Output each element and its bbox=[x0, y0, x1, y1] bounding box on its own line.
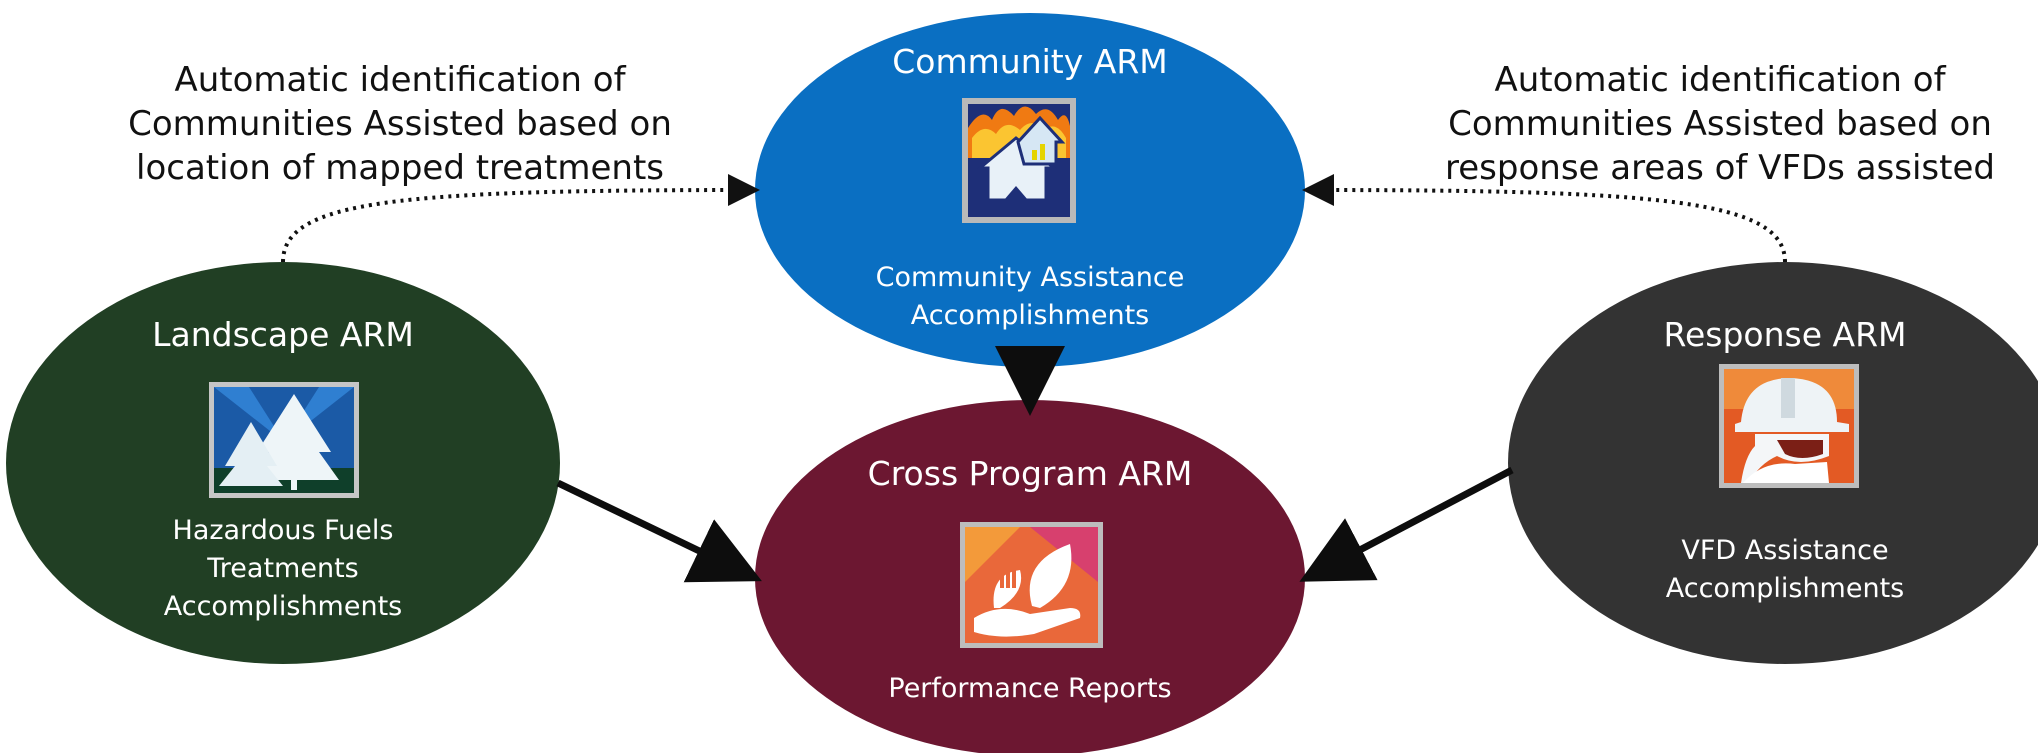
cross-program-arm-subtitle: Performance Reports bbox=[888, 673, 1172, 704]
dotted-arrow-response-to-community bbox=[1302, 174, 1787, 263]
house-fire-icon bbox=[962, 98, 1076, 223]
leaf-hand-chart-icon bbox=[960, 522, 1103, 648]
dotted-arrow-landscape-to-community bbox=[281, 174, 760, 263]
cross-program-arm-title: Cross Program ARM bbox=[867, 454, 1193, 493]
response-arm-title: Response ARM bbox=[1663, 315, 1907, 354]
response-arm-subtitle: VFD Assistance Accomplishments bbox=[1665, 535, 1905, 604]
landscape-arm-subtitle: Hazardous Fuels Treatments Accomplishmen… bbox=[163, 515, 403, 622]
arrow-response-to-cross bbox=[1299, 466, 1514, 582]
trees-icon bbox=[209, 382, 359, 498]
community-arm-title: Community ARM bbox=[892, 42, 1168, 81]
arrow-landscape-to-cross bbox=[556, 479, 762, 583]
left-annotation: Automatic identification of Communities … bbox=[128, 60, 672, 188]
firefighter-helmet-icon bbox=[1719, 364, 1859, 488]
landscape-arm-title: Landscape ARM bbox=[152, 315, 414, 354]
right-annotation: Automatic identification of Communities … bbox=[1445, 60, 1995, 188]
community-arm-subtitle: Community Assistance Accomplishments bbox=[875, 262, 1185, 331]
